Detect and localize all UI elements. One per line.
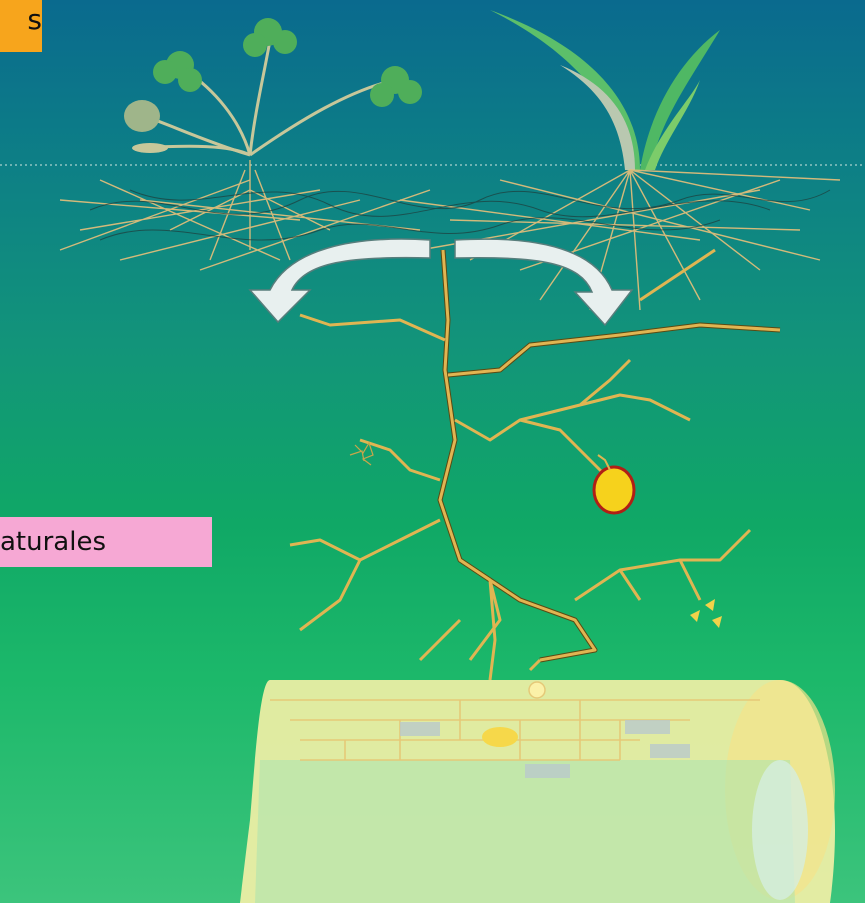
- title-label-box: s: [0, 0, 42, 52]
- caption-label-box: aturales: [0, 517, 212, 567]
- root-mat: [60, 160, 840, 310]
- auxiliary-cells: [690, 599, 722, 628]
- curved-arrow-left-icon: [250, 239, 430, 322]
- curved-arrow-right-icon: [455, 239, 632, 325]
- caption-label-text: aturales: [0, 517, 212, 567]
- title-label-text: s: [27, 3, 42, 36]
- root-cylinder: [240, 680, 835, 903]
- hyphal-cluster: [350, 443, 373, 465]
- grass-plant-icon: [490, 10, 720, 170]
- hyphae: [290, 250, 780, 680]
- clover-plant-icon: [124, 18, 422, 155]
- spore: [594, 467, 634, 513]
